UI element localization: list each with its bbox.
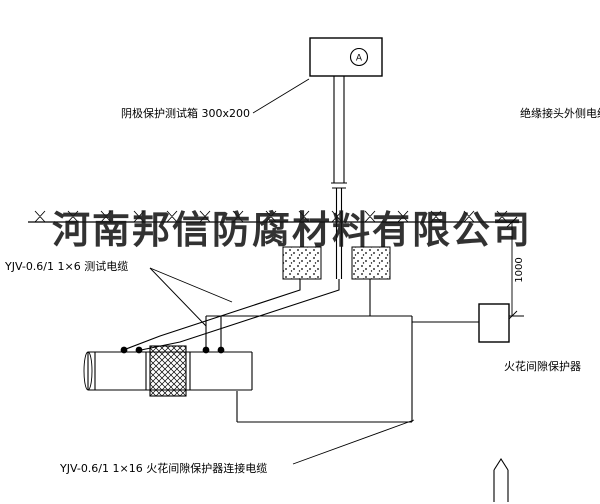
ground-line bbox=[28, 210, 522, 223]
test-cable-label: YJV-0.6/1 1×6 测试电缆 bbox=[4, 260, 128, 273]
test-box-leader bbox=[252, 78, 310, 114]
ammeter-symbol bbox=[349, 47, 369, 67]
bottom-cable-label: YJV-0.6/1 1×16 火花间隙保护器连接电缆 bbox=[59, 461, 267, 475]
pipe-break-symbol bbox=[493, 457, 509, 502]
dimension-text: 1000 bbox=[514, 257, 525, 282]
test-cable-leaders bbox=[149, 267, 233, 327]
grade-marks bbox=[34, 210, 508, 223]
test-box-label: 阴极保护测试箱 300x200 bbox=[121, 106, 250, 120]
spark-gap-box bbox=[478, 303, 510, 343]
bottom-cable-leader bbox=[292, 419, 415, 465]
outer-cable-label: 绝缘接头外侧电缆 bbox=[520, 106, 600, 120]
spark-gap-label: 火花间隙保护器 bbox=[504, 359, 581, 373]
concrete-blocks bbox=[282, 246, 391, 280]
insulating-joint bbox=[149, 345, 187, 397]
weld-dots bbox=[120, 346, 225, 354]
ammeter-letter: A bbox=[356, 54, 363, 64]
test-box: A bbox=[309, 37, 383, 77]
riser-conduit bbox=[331, 76, 347, 279]
watermark-text: 河南邦信防腐材料有限公司 bbox=[52, 207, 532, 252]
